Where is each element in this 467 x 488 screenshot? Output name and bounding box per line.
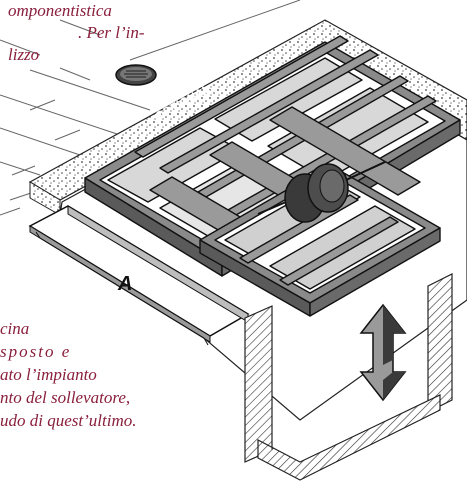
caption-bottom-line-5: udo di quest’ultimo. — [0, 411, 137, 430]
caption-bottom-line-2: sposto e — [0, 342, 72, 361]
caption-bottom-line-1: cina — [0, 319, 30, 338]
caption-top-line-1: omponentistica — [8, 1, 112, 20]
floor-tiles — [0, 0, 301, 216]
caption-top-line-2: . Per l’in- — [78, 23, 145, 42]
caption-top-line-3: lizzo — [8, 45, 40, 64]
hydraulic-cylinder — [257, 161, 386, 223]
dimension-a-label: A — [117, 273, 132, 295]
floor-drain — [115, 64, 157, 86]
caption-bottom-line-3: ato l’impianto — [0, 365, 97, 384]
pit-walls — [244, 273, 453, 481]
up-down-arrow-icon — [359, 303, 407, 402]
caption-bottom-line-4: nto del sollevatore, — [0, 388, 131, 407]
side-trench: A — [28, 205, 250, 346]
